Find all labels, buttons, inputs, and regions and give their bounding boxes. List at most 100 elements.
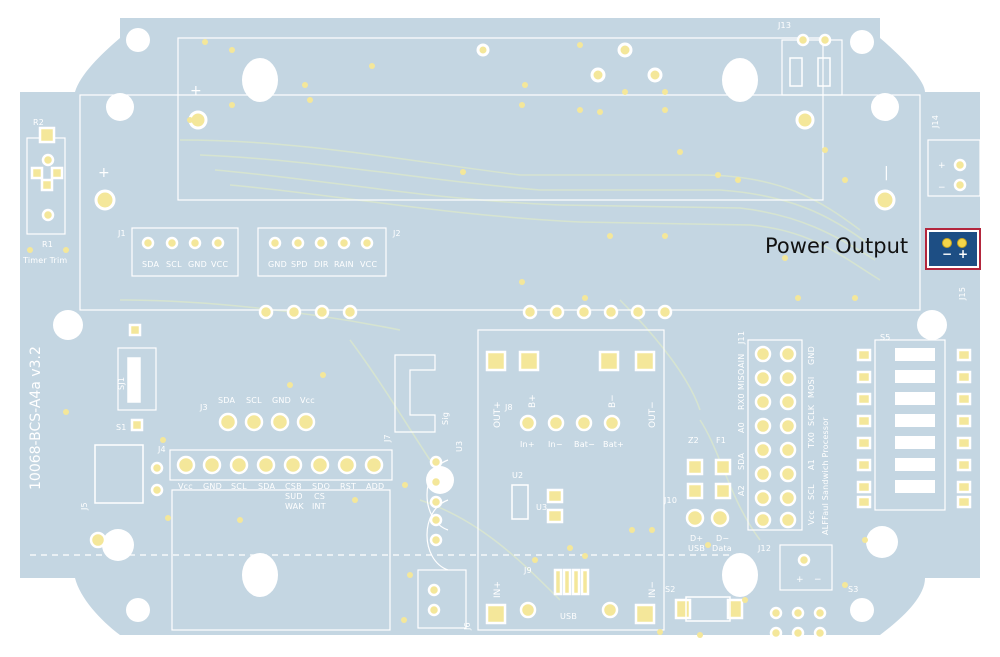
ref-j4: J4	[157, 445, 166, 454]
j11-label: TX0	[807, 432, 816, 449]
sj1-switch	[127, 357, 141, 403]
sj-frame	[874, 339, 946, 511]
ref-r6: F1	[716, 436, 726, 445]
large-pads	[94, 42, 896, 211]
ref-s3: S3	[848, 585, 859, 594]
j8-pin-label: Bat+	[603, 440, 624, 449]
j9-usb-label: USB	[560, 612, 577, 621]
ref-j11: J11	[737, 331, 746, 345]
plus-label: +	[958, 247, 969, 261]
j11-label: SCLK	[807, 404, 816, 426]
sj-blocks	[895, 348, 935, 493]
ref-r5: Z2	[688, 436, 699, 445]
j3-pin-label: Vcc	[300, 396, 315, 405]
j14-minus: −	[938, 183, 946, 193]
j5-connector	[94, 444, 144, 504]
ref-j13: J13	[777, 21, 791, 30]
j4-sub-label: INT	[312, 502, 326, 511]
sandwich-label: ALFFaul Sandwich Processor	[821, 417, 830, 535]
traces	[119, 139, 881, 601]
timer-trim-label: Timer Trim	[22, 256, 67, 265]
j3-pin-label: GND	[272, 396, 291, 405]
ref-j7: J7	[383, 434, 392, 443]
j6-frame	[417, 569, 467, 629]
j4-pin-label: SCL	[231, 482, 247, 491]
j11-frame	[747, 339, 803, 531]
ref-j15: J15	[958, 287, 967, 301]
j13-connector-2	[817, 57, 831, 87]
power-output-connector: − +	[925, 228, 981, 270]
ref-sj2: SJ2	[907, 350, 920, 359]
output-pin-icon	[942, 238, 952, 248]
ref-j8: J8	[504, 403, 513, 412]
j4-pin-label: SDO	[312, 482, 330, 491]
ref-s5: S5	[880, 333, 891, 342]
j11-label: MOSI	[807, 377, 816, 398]
ref-j5: J5	[80, 502, 89, 511]
ref-u2: U3	[455, 441, 464, 452]
j8-b-minus: B−	[608, 394, 618, 408]
j2-pin-label: SPD	[291, 260, 308, 269]
j4-pin-label: RST	[340, 482, 356, 491]
z2-diode	[511, 484, 529, 520]
j11-label: GND	[807, 346, 816, 365]
j10-sub-label: USB	[688, 544, 705, 553]
j12-plus: +	[796, 575, 804, 585]
power-output-inner: − +	[929, 232, 977, 266]
j11-label: A2	[737, 485, 746, 496]
ref-j12: J12	[757, 544, 771, 553]
ref-f1: U3	[536, 503, 547, 512]
pad-rows	[41, 33, 967, 640]
j11-label: SCL	[807, 484, 816, 500]
ref-j1: J1	[117, 229, 126, 238]
j5-frame	[171, 489, 391, 631]
output-pin-icon	[957, 238, 967, 248]
j8-in-plus: IN+	[493, 581, 503, 598]
j11-label: SDA	[737, 453, 746, 470]
j10-pin-label: D+	[690, 534, 703, 543]
ref-j9: J9	[523, 566, 532, 575]
j4-sub-label: WAK	[285, 502, 304, 511]
j4-pin-label: ADD	[366, 482, 384, 491]
j1-pin-label: SCL	[166, 260, 182, 269]
ref-sj6: SJ6	[907, 438, 920, 447]
j8-in-minus: IN−	[648, 581, 658, 598]
j4-pin-label: Vcc	[178, 482, 193, 491]
ref-j10: J10	[663, 496, 677, 505]
ref-j2: J2	[392, 229, 401, 238]
j11-label: A0	[737, 422, 746, 433]
ref-r1: R1	[42, 240, 53, 249]
j7-outline	[394, 354, 436, 433]
s1-frame	[117, 347, 157, 411]
j12-minus: −	[814, 575, 822, 585]
j10-pin-label: D−	[716, 534, 729, 543]
j4-sub-label: SUD	[285, 492, 303, 501]
vcc-side-label: Vcc	[807, 510, 816, 525]
display-area	[79, 94, 921, 311]
j8-pin-label: Bat−	[574, 440, 595, 449]
j3-pin-label: SDA	[218, 396, 235, 405]
square-pads	[30, 126, 972, 625]
ref-r2: R2	[33, 118, 44, 127]
j4-frame	[169, 449, 393, 481]
j4-sub-label: CS	[314, 492, 325, 501]
s2-switch	[685, 596, 731, 622]
j10-sub-label: Data	[712, 544, 732, 553]
j4-pin-label: SDA	[258, 482, 275, 491]
j2-pin-label: GND	[268, 260, 287, 269]
ref-sj1: SJ1	[117, 377, 126, 390]
ref-sj7: SJ7	[907, 482, 920, 491]
ref-j14: J14	[931, 115, 940, 129]
plus-symbol-left: +	[98, 165, 110, 181]
j3-pin-label: SCL	[246, 396, 262, 405]
ref-z2: U2	[512, 471, 523, 480]
j2-pin-label: VCC	[360, 260, 377, 269]
j2-pin-label: DIR	[314, 260, 329, 269]
ref-sj4: SJ4	[907, 394, 920, 403]
j11-label: A1	[807, 459, 816, 470]
j14-frame	[927, 139, 981, 197]
j1-pin-label: GND	[188, 260, 207, 269]
sig-label: Sig	[441, 412, 450, 425]
